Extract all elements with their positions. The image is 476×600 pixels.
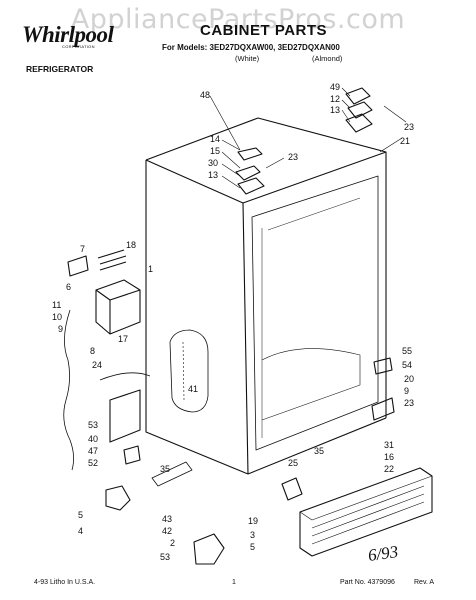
callout: 35 xyxy=(160,464,170,474)
mounting-bracket xyxy=(109,389,141,443)
footer-part-number: Part No. 4379096 xyxy=(340,579,395,586)
callout: 21 xyxy=(400,136,410,146)
callout: 11 xyxy=(52,300,61,310)
terminal-strip xyxy=(97,249,127,271)
callout: 10 xyxy=(52,312,62,322)
callout: 19 xyxy=(248,516,258,526)
liner-inner xyxy=(261,197,361,438)
callout: 9 xyxy=(404,386,409,396)
callout: 47 xyxy=(88,446,98,456)
callout: 8 xyxy=(90,346,95,356)
bracket-20 xyxy=(371,397,395,421)
clip-52 xyxy=(123,445,141,465)
bracket-54 xyxy=(373,357,393,375)
callout-numbers: 48 14 15 30 13 23 49 12 13 23 21 7 18 6 … xyxy=(52,82,414,562)
callout: 12 xyxy=(330,94,340,104)
hinge-plate-left xyxy=(235,165,261,181)
top-hinge-right xyxy=(345,87,371,105)
footer-page-number: 1 xyxy=(232,579,236,586)
color-almond: (Almond) xyxy=(312,54,343,63)
hinge-base-right xyxy=(345,113,373,133)
callout: 13 xyxy=(330,105,340,115)
callout: 3 xyxy=(250,530,255,540)
handwritten-date: 6/93 xyxy=(366,541,400,566)
brand-subtext: CORPORATION xyxy=(62,44,95,49)
bracket-25 xyxy=(281,477,303,501)
product-label: REFRIGERATOR xyxy=(26,64,94,74)
whirlpool-logo: Whirlpool xyxy=(22,22,114,47)
callout: 42 xyxy=(162,526,172,536)
top-hinge-left xyxy=(237,147,263,161)
callout: 5 xyxy=(78,510,83,520)
callout: 13 xyxy=(208,170,218,180)
callout: 16 xyxy=(384,452,394,462)
callout: 30 xyxy=(208,158,218,168)
callout: 53 xyxy=(88,420,98,430)
front-roller xyxy=(105,485,131,511)
cutout-centerline xyxy=(182,341,185,401)
callout: 4 xyxy=(78,526,83,536)
side-panel-cutout xyxy=(169,329,209,413)
callout: 23 xyxy=(404,122,414,132)
callout: 5 xyxy=(250,542,255,552)
callout: 24 xyxy=(92,360,102,370)
callout: 41 xyxy=(188,384,198,394)
callout: 18 xyxy=(126,240,136,250)
callout: 23 xyxy=(404,398,414,408)
support-rod xyxy=(151,461,193,487)
callout: 9 xyxy=(58,324,63,334)
color-white: (White) xyxy=(235,54,260,63)
watermark: AppliancePartsPros.com xyxy=(70,4,406,35)
callout: 55 xyxy=(402,346,412,356)
callout: 43 xyxy=(162,514,172,524)
callout: 25 xyxy=(288,458,298,468)
grille-slots xyxy=(299,475,433,545)
callout: 49 xyxy=(330,82,340,92)
callout: 2 xyxy=(170,538,175,548)
callout: 15 xyxy=(210,146,220,156)
cabinet-front-corner xyxy=(242,202,249,475)
hinge-base-left xyxy=(237,177,265,195)
toe-grille xyxy=(299,467,433,557)
footer-litho: 4-93 Litho In U.S.A. xyxy=(34,579,96,586)
wiring-harness-lower xyxy=(63,399,74,471)
page-title: CABINET PARTS xyxy=(200,22,328,39)
cabinet-top-front-edge xyxy=(145,151,387,204)
cabinet-left-side xyxy=(145,160,249,475)
wiring-harness xyxy=(64,309,71,401)
callout: 48 xyxy=(200,90,210,100)
footer-revision: Rev. A xyxy=(414,579,435,586)
callout: 54 xyxy=(402,360,412,370)
control-box xyxy=(95,279,141,335)
rear-roller xyxy=(193,533,225,565)
callout: 17 xyxy=(118,334,128,344)
callout: 7 xyxy=(80,244,85,254)
cabinet-top-outline xyxy=(145,117,387,418)
control-box-edges xyxy=(95,289,141,334)
callout: 14 xyxy=(210,134,220,144)
hinge-plate-right xyxy=(347,101,373,119)
callout: 40 xyxy=(88,434,98,444)
cabinet-bottom-edge xyxy=(247,417,387,475)
callout: 31 xyxy=(384,440,394,450)
callout: 20 xyxy=(404,374,414,384)
callout: 6 xyxy=(66,282,71,292)
callout: 52 xyxy=(88,458,98,468)
relay-part xyxy=(67,255,89,277)
callout: 23 xyxy=(288,152,298,162)
callout: 22 xyxy=(384,464,394,474)
callout: 35 xyxy=(314,446,324,456)
liner-floor xyxy=(261,348,361,421)
callout: 53 xyxy=(160,552,170,562)
liner-opening xyxy=(251,175,379,451)
harness-lead xyxy=(99,372,151,381)
callout: 1 xyxy=(148,264,153,274)
models-line: For Models: 3ED27DQXAW00, 3ED27DQXAN00 xyxy=(162,43,340,52)
